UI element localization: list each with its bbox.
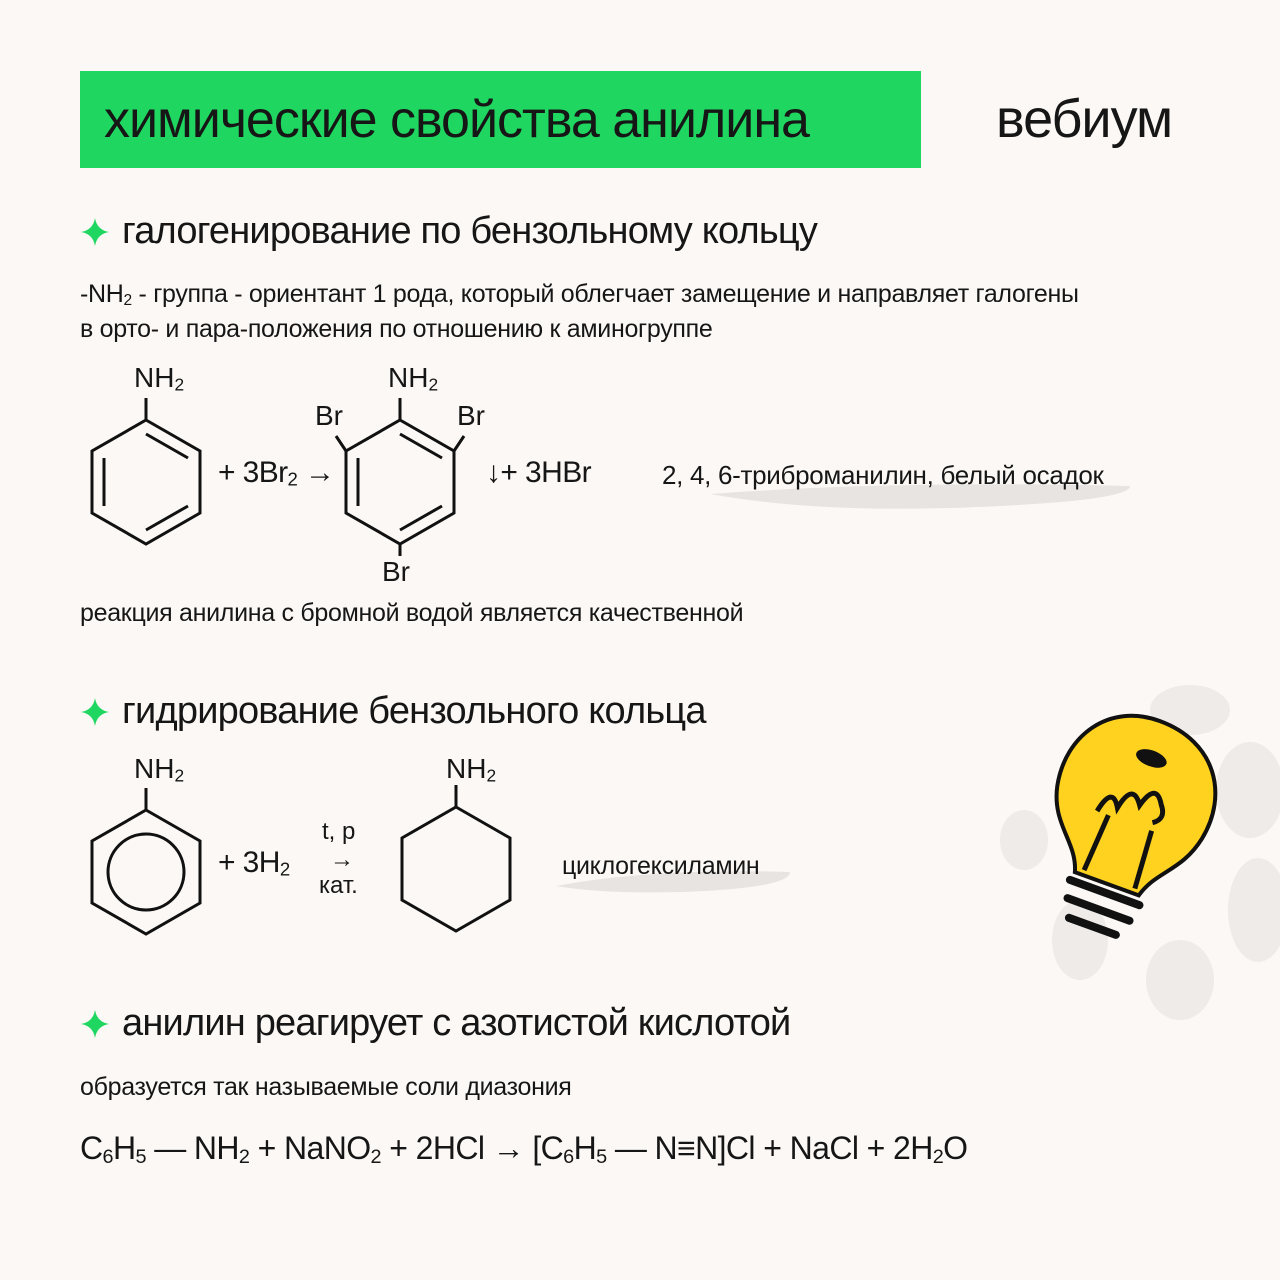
brand-logo: вебиум xyxy=(996,89,1173,149)
nh2-label: NH2 xyxy=(388,362,439,395)
highlight-swoosh xyxy=(556,871,790,893)
product-note-text: циклогексиламин xyxy=(562,852,760,880)
nh2-label: NH2 xyxy=(134,753,185,786)
product-note: 2, 4, 6-триброманилин, белый осадок xyxy=(650,450,1140,512)
condition-arrow: → xyxy=(330,846,354,873)
cyclohexylamine-structure xyxy=(400,785,512,933)
desc-line-2: в орто- и пара-положения по отношению к … xyxy=(80,315,713,343)
section-heading-text: гидрирование бензольного кольца xyxy=(122,690,706,732)
desc-subscript: 2 xyxy=(123,292,133,310)
qualitative-reaction-note: реакция анилина с бромной водой является… xyxy=(80,599,744,627)
sparkle-icon xyxy=(81,697,109,726)
section-heading-hydrogenation: гидрирование бензольного кольца xyxy=(80,690,706,733)
aniline-structure xyxy=(90,398,202,546)
title-banner: химические свойства анилина xyxy=(80,71,921,168)
br-label-ortho-right: Br xyxy=(457,400,485,431)
hbr-product: ↓+ 3HBr xyxy=(486,456,592,489)
nh2-label: NH2 xyxy=(446,753,497,786)
sparkle-icon xyxy=(81,1009,109,1038)
highlight-swoosh xyxy=(710,484,1130,509)
section-heading-text: анилин реагирует с азотистой кислотой xyxy=(122,1002,791,1044)
nh2-label: NH2 xyxy=(134,362,185,395)
product-note: циклогексиламин xyxy=(552,846,802,896)
hydrogen-reagent: + 3H2 xyxy=(218,846,290,880)
section-heading-halogenation: галогенирование по бензольному кольцу xyxy=(80,210,818,253)
bromine-reagent: + 3Br2 → xyxy=(218,456,335,490)
section-heading-nitrous-acid: анилин реагирует с азотистой кислотой xyxy=(80,1002,791,1045)
aniline-aromatic-structure xyxy=(90,788,202,936)
section-heading-text: галогенирование по бензольному кольцу xyxy=(122,210,818,252)
page-title: химические свойства анилина xyxy=(104,90,810,149)
lightbulb-icon xyxy=(1000,685,1280,1020)
product-note-text: 2, 4, 6-триброманилин, белый осадок xyxy=(662,460,1104,490)
diazotization-equation: C6H5 — NH2 + NaNO2 + 2HCl → [C6H5 — N≡N]… xyxy=(80,1130,968,1168)
br-label-para: Br xyxy=(382,556,410,587)
br-label-ortho-left: Br xyxy=(315,400,343,431)
sparkle-icon xyxy=(81,217,109,246)
halogenation-description: -NH2 - группа - ориентант 1 рода, которы… xyxy=(80,277,1079,347)
desc-line-1: - группа - ориентант 1 рода, который обл… xyxy=(131,280,1079,308)
diazonium-description: образуется так называемые соли диазония xyxy=(80,1073,572,1101)
condition-t-p: t, p xyxy=(322,818,356,845)
condition-catalyst: кат. xyxy=(319,872,358,899)
tribromoaniline-structure xyxy=(334,398,466,556)
desc-prefix: -NH xyxy=(80,280,124,308)
